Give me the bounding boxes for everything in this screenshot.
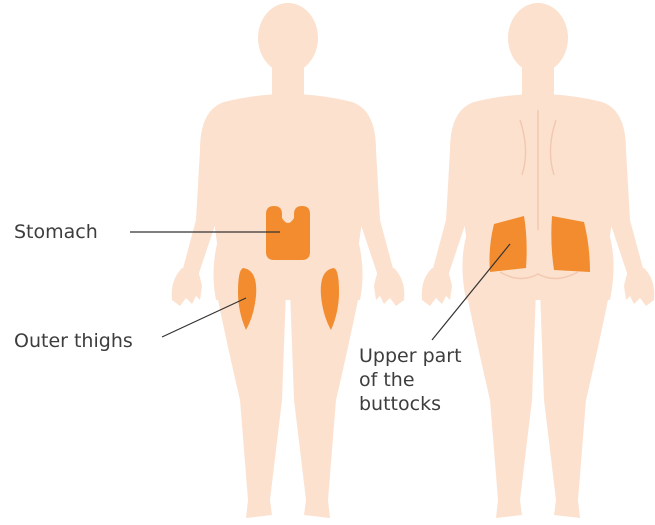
buttocks-label-line-3: buttocks — [359, 392, 489, 416]
buttocks-label-line-1: Upper part — [359, 344, 489, 368]
outer-thighs-label: Outer thighs — [14, 329, 133, 353]
buttocks-label: Upper part of the buttocks — [359, 344, 489, 416]
buttocks-label-line-2: of the — [359, 368, 489, 392]
back-body-figure — [422, 3, 655, 518]
stomach-label: Stomach — [14, 220, 98, 244]
right-buttock-injection-area — [551, 216, 590, 272]
front-body-figure — [172, 3, 405, 518]
left-buttock-injection-area — [490, 216, 527, 272]
